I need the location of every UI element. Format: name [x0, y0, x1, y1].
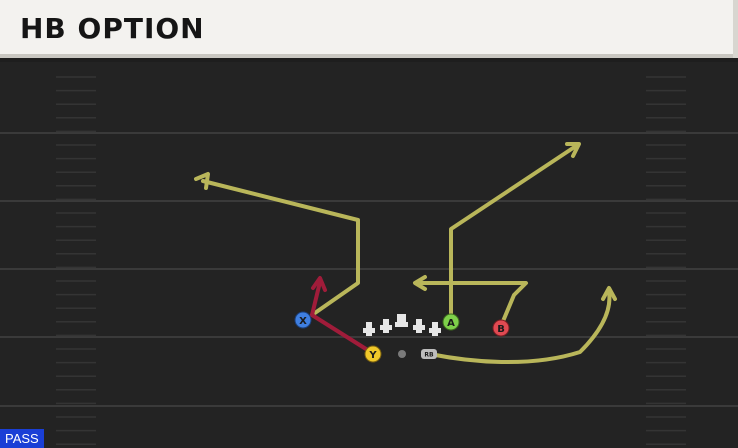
- block-arrowhead: [311, 276, 327, 292]
- yard-lines: [0, 132, 738, 407]
- x-icon[interactable]: [294, 311, 312, 329]
- y-icon[interactable]: [364, 345, 382, 363]
- offensive-line: [363, 314, 441, 336]
- play-type-badge: PASS: [0, 429, 44, 448]
- b-icon[interactable]: [492, 319, 510, 337]
- play-title: HB OPTION: [20, 12, 205, 45]
- y-label: Y: [368, 350, 377, 361]
- player-b[interactable]: B: [492, 319, 510, 337]
- route-y-block: [310, 313, 368, 351]
- rb-marker[interactable]: [421, 349, 437, 359]
- a-icon[interactable]: [442, 313, 460, 331]
- route-x-deep-in: [201, 179, 360, 317]
- quarterback-marker: [398, 350, 406, 358]
- lineman-rt: [429, 322, 441, 336]
- field-turf: [0, 62, 738, 448]
- player-x[interactable]: X: [294, 311, 312, 329]
- route-x-arrowhead: [194, 172, 210, 190]
- center: [395, 314, 408, 327]
- header-edge: [733, 0, 738, 58]
- play-field: RB X Y A B: [0, 62, 738, 448]
- player-rb[interactable]: RB: [421, 349, 437, 359]
- lineman-lg: [380, 319, 392, 333]
- route-b-in: [416, 281, 528, 328]
- x-label: X: [299, 316, 307, 327]
- player-a[interactable]: A: [442, 313, 460, 331]
- route-rb-arrowhead: [601, 286, 617, 301]
- route-b-arrowhead: [413, 275, 427, 291]
- a-label: A: [447, 318, 455, 329]
- lineman-rg: [413, 319, 425, 333]
- route-x-block-up: [310, 280, 322, 317]
- b-label: B: [497, 324, 505, 335]
- player-y[interactable]: Y: [364, 345, 382, 363]
- rb-label: RB: [424, 352, 434, 359]
- route-a-post: [449, 144, 578, 323]
- hash-marks-right: [646, 76, 686, 445]
- play-header: HB OPTION: [0, 0, 733, 58]
- lineman-lt: [363, 322, 375, 336]
- route-a-arrowhead: [565, 142, 581, 158]
- hash-marks-left: [56, 76, 96, 445]
- route-rb-wheel: [428, 290, 612, 365]
